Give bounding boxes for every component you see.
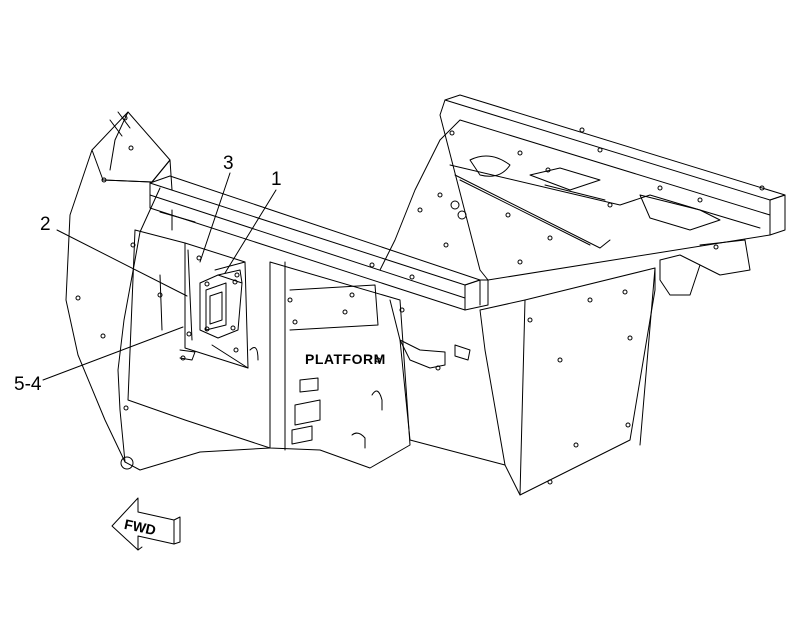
leader-line-2 <box>56 229 188 297</box>
leader-lines <box>42 172 277 381</box>
right-upper-frame <box>379 94 786 296</box>
connector-mounting-plate <box>127 229 271 449</box>
leader-line-5-4 <box>42 326 184 381</box>
leader-line-3 <box>199 172 231 263</box>
leader-line-1 <box>224 189 277 274</box>
platform-label: PLATFORM <box>305 351 386 367</box>
left-frame-panel <box>65 111 271 471</box>
callout-2: 2 <box>40 214 51 235</box>
callout-3: 3 <box>223 153 234 174</box>
callout-5-4: 5-4 <box>14 374 42 395</box>
platform-body-lower <box>389 267 656 496</box>
fwd-label: FWD <box>123 516 158 538</box>
front-cross-beam <box>149 175 489 311</box>
electrical-connector <box>199 269 243 339</box>
forward-arrow: FWD <box>111 497 181 551</box>
callout-1: 1 <box>271 169 282 190</box>
